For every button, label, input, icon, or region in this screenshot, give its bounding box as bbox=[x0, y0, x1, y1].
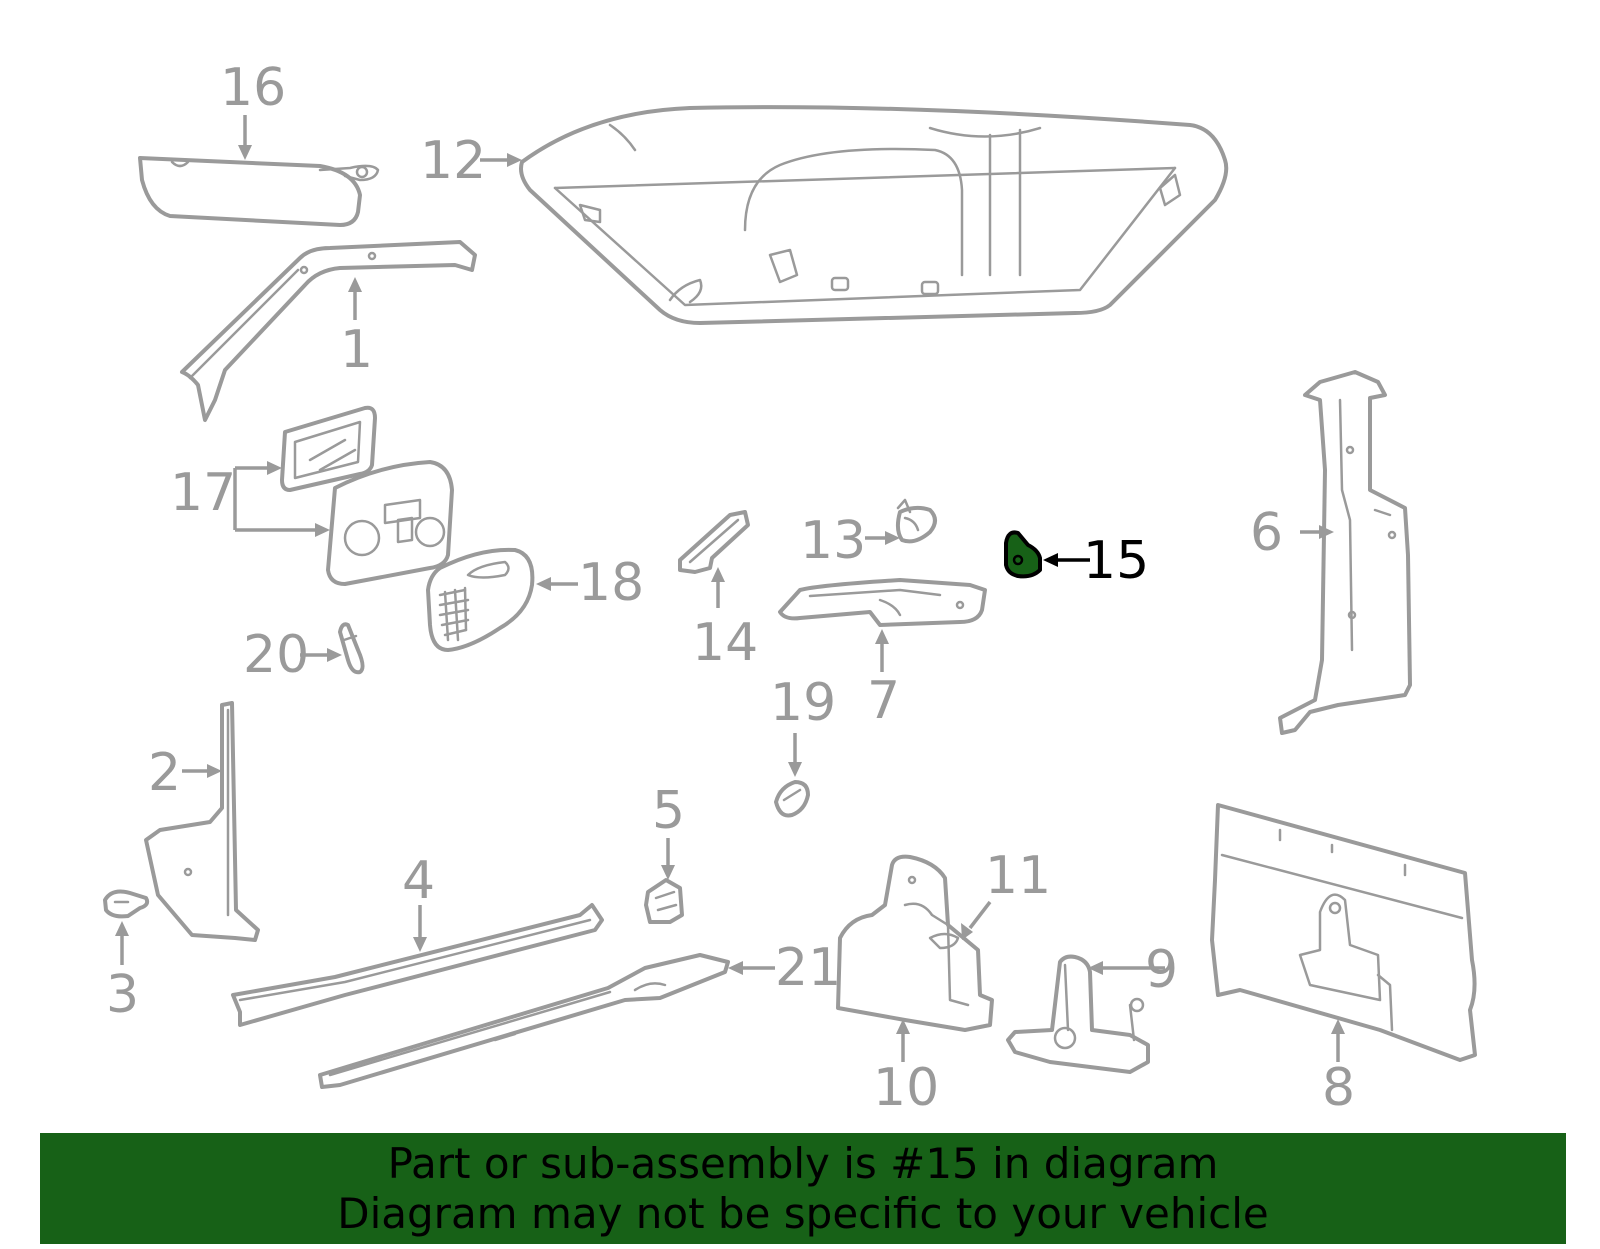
part-8-back-panel bbox=[1210, 803, 1477, 1062]
part-19-bulb bbox=[774, 780, 810, 818]
part-10-floor-console bbox=[836, 854, 994, 1032]
callout-10: 10 bbox=[873, 1058, 939, 1118]
part-17-overhead-console bbox=[280, 405, 454, 586]
part-1-pillar-trim bbox=[180, 240, 477, 422]
callout-17: 17 bbox=[170, 463, 236, 523]
part-7-trim-panel bbox=[778, 578, 987, 627]
callout-21: 21 bbox=[775, 938, 841, 998]
part-14-assist-handle bbox=[678, 510, 750, 574]
callout-2: 2 bbox=[148, 743, 181, 803]
banner-line-disclaimer: Diagram may not be specific to your vehi… bbox=[337, 1188, 1269, 1238]
leader-arrows bbox=[115, 115, 1345, 1062]
banner-line-part: Part or sub-assembly is #15 in diagram bbox=[387, 1138, 1219, 1188]
callout-6: 6 bbox=[1250, 503, 1283, 563]
part-16-sun-visor bbox=[138, 156, 380, 227]
callout-11: 11 bbox=[985, 846, 1051, 906]
part-6-pillar-trim bbox=[1278, 370, 1412, 735]
callout-15: 15 bbox=[1083, 531, 1149, 591]
callout-20: 20 bbox=[243, 625, 309, 685]
callout-8: 8 bbox=[1322, 1058, 1355, 1118]
callout-4: 4 bbox=[402, 851, 435, 911]
part-21-scuff-plate bbox=[318, 953, 730, 1089]
part-4-sill-plate bbox=[231, 903, 604, 1027]
callout-19: 19 bbox=[770, 673, 836, 733]
callout-14: 14 bbox=[692, 613, 758, 673]
part-3-push-pin bbox=[103, 889, 150, 919]
part-15-highlighted bbox=[1004, 530, 1042, 579]
callout-1: 1 bbox=[340, 320, 373, 380]
callout-labels: 16 12 1 17 18 20 14 13 15 7 6 19 2 3 4 5… bbox=[106, 58, 1355, 1118]
part-9-bracket bbox=[1006, 954, 1150, 1074]
part-20-bulb bbox=[338, 622, 365, 675]
part-13-clip bbox=[895, 498, 937, 544]
info-banner: Part or sub-assembly is #15 in diagram D… bbox=[40, 1133, 1566, 1244]
callout-3: 3 bbox=[106, 965, 139, 1025]
callout-18: 18 bbox=[578, 553, 644, 613]
part-12-headliner bbox=[519, 105, 1229, 325]
callout-12: 12 bbox=[420, 131, 486, 191]
callout-13: 13 bbox=[800, 511, 866, 571]
part-2-kick-panel bbox=[144, 701, 260, 942]
callout-16: 16 bbox=[220, 58, 286, 118]
part-18-lamp-lens bbox=[426, 547, 535, 652]
callout-5: 5 bbox=[652, 781, 685, 841]
callout-7: 7 bbox=[867, 671, 900, 731]
part-5-retainer-clip bbox=[644, 878, 684, 924]
callout-9: 9 bbox=[1145, 940, 1178, 1000]
